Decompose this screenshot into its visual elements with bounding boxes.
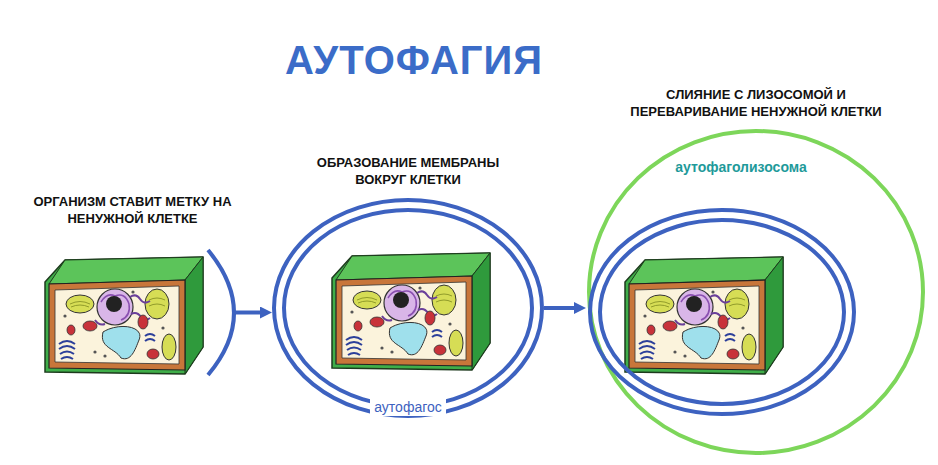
node-outline xyxy=(272,198,544,418)
structure-label: аутофаголизосома xyxy=(675,159,806,176)
stage-caption: ОБРАЗОВАНИЕ МЕМБРАНЫ ВОКРУГ КЛЕТКИ xyxy=(300,154,516,188)
membrane-ring xyxy=(284,210,532,406)
structure-label: аутофагос xyxy=(370,399,446,416)
diagram-title: АУТОФАГИЯ xyxy=(285,38,543,83)
cell-drawing xyxy=(332,253,490,370)
membrane-arc xyxy=(208,250,234,375)
membrane-ring xyxy=(590,210,854,414)
text-holder: СЛИЯНИЕ С ЛИЗОСОМОЙ И ПЕРЕВАРИВАНИЕ НЕНУ… xyxy=(606,86,906,120)
stage-caption: ОРГАНИЗМ СТАВИТ МЕТКУ НА НЕНУЖНОЙ КЛЕТКЕ xyxy=(30,193,235,227)
membrane-ring xyxy=(274,200,542,416)
autophagolysosome: СЛИЯНИЕ С ЛИЗОСОМОЙ И ПЕРЕВАРИВАНИЕ НЕНУ… xyxy=(586,128,926,456)
process-arrow xyxy=(544,306,576,310)
cell-drawing xyxy=(45,257,203,374)
lysosome-ring xyxy=(589,131,923,453)
cell-drawing xyxy=(625,257,783,374)
autophagosome: ОБРАЗОВАНИЕ МЕМБРАНЫ ВОКРУГ КЛЕТКИаутофа… xyxy=(272,198,544,418)
text-holder: ОРГАНИЗМ СТАВИТ МЕТКУ НА НЕНУЖНОЙ КЛЕТКЕ xyxy=(30,193,235,227)
node-outline xyxy=(586,128,926,456)
node-outline xyxy=(30,245,235,380)
membrane-ring xyxy=(600,220,844,404)
marked-cell: ОРГАНИЗМ СТАВИТ МЕТКУ НА НЕНУЖНОЙ КЛЕТКЕ xyxy=(30,245,235,380)
text-holder: аутофагос xyxy=(272,398,544,416)
title-holder: АУТОФАГИЯ xyxy=(4,38,824,83)
process-arrow xyxy=(235,311,262,315)
text-holder: ОБРАЗОВАНИЕ МЕМБРАНЫ ВОКРУГ КЛЕТКИ xyxy=(300,154,516,188)
stage-caption: СЛИЯНИЕ С ЛИЗОСОМОЙ И ПЕРЕВАРИВАНИЕ НЕНУ… xyxy=(606,86,906,120)
text-holder: аутофаголизосома xyxy=(641,158,841,176)
